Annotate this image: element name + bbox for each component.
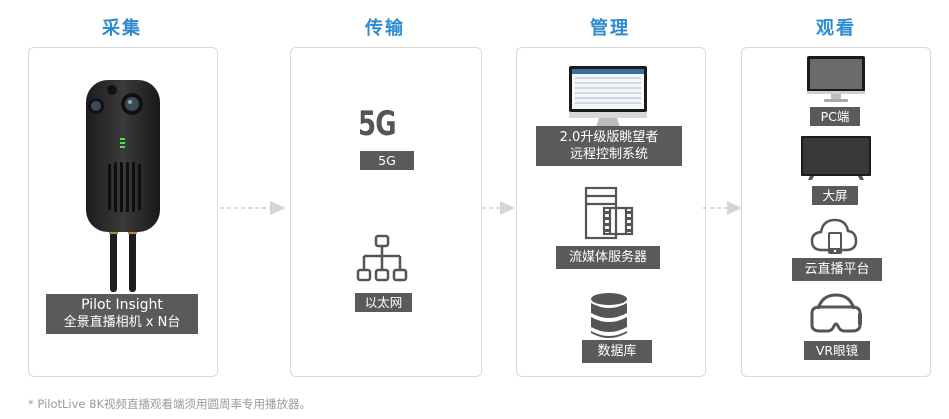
cloud-platform-label: 云直播平台 [792,258,882,281]
camera-label-line1: Pilot Insight [81,297,163,313]
camera-label-line2: 全景直播相机 x N台 [63,315,181,330]
ethernet-label: 以太网 [355,293,412,312]
stage-title-transport: 传输 [365,18,405,39]
vr-label: VR眼镜 [804,341,870,360]
stage-title-manage: 管理 [590,18,630,39]
media-server-label: 流媒体服务器 [556,246,660,269]
database-icon [591,293,627,338]
camera-label: Pilot Insight 全景直播相机 x N台 [46,294,198,334]
stage-title-capture: 采集 [102,18,142,39]
flow-arrow-3 [703,201,742,215]
media-server-icon [584,186,634,240]
5g-icon: 5G [358,104,397,144]
control-system-label-line1: 2.0升级版眺望者 [559,130,659,145]
vr-headset-icon [810,293,862,333]
pc-monitor-icon [807,56,865,102]
stage-title-view: 观看 [816,18,856,39]
ethernet-network-icon [356,234,408,282]
flow-arrow-2 [482,201,515,215]
large-screen-label: 大屏 [812,186,858,205]
panoramic-camera-icon [86,80,160,292]
flow-arrow-1 [220,201,286,215]
large-screen-tv-icon [801,136,871,180]
control-system-monitor-icon [569,66,647,129]
database-label: 数据库 [582,340,652,363]
pc-label: PC端 [810,107,860,126]
control-system-label: 2.0升级版眺望者 远程控制系统 [536,126,682,166]
5g-label: 5G [360,151,414,170]
cloud-platform-icon [810,218,858,254]
panel-transport [290,47,482,377]
control-system-label-line2: 远程控制系统 [569,147,648,162]
footnote: * PilotLive 8K视频直播观看端须用圆周率专用播放器。 [28,397,312,411]
